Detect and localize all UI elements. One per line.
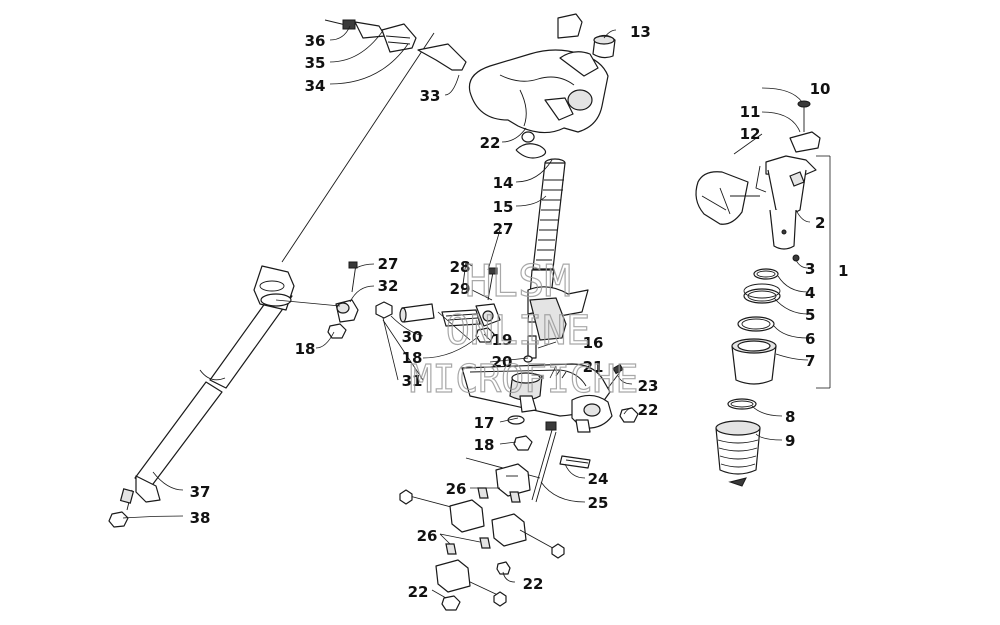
label-38: 38 (190, 509, 211, 527)
right-column-assembly (695, 100, 831, 487)
tie-rod-ends (399, 457, 565, 611)
label-30: 30 (402, 328, 423, 346)
label-22-c: 22 (523, 575, 544, 593)
label-34: 34 (305, 77, 326, 95)
label-28: 28 (450, 258, 471, 276)
label-27-a: 27 (493, 220, 514, 238)
snap-ring-14 (515, 143, 547, 159)
label-36: 36 (305, 32, 326, 50)
label-16: 16 (583, 334, 604, 352)
label-5: 5 (805, 306, 815, 324)
bolts-24-25 (531, 421, 591, 503)
label-31: 31 (402, 372, 423, 390)
label-18-b: 18 (402, 349, 423, 367)
label-24: 24 (588, 470, 609, 488)
label-22-b: 22 (638, 401, 659, 419)
label-35: 35 (305, 54, 326, 72)
steering-support-33 (468, 49, 609, 143)
steering-shaft (108, 32, 435, 528)
label-4: 4 (805, 284, 815, 302)
label-23: 23 (638, 377, 659, 395)
label-22-d: 22 (408, 583, 429, 601)
label-21: 21 (583, 358, 604, 376)
label-12: 12 (740, 125, 761, 143)
label-leaders (122, 25, 811, 599)
label-26-b: 26 (417, 527, 438, 545)
steering-arm-assembly (461, 355, 639, 451)
label-2: 2 (815, 214, 825, 232)
label-37: 37 (190, 483, 211, 501)
label-13: 13 (630, 23, 651, 41)
label-32: 32 (378, 277, 399, 295)
part-labels: 10 11 12 2 3 4 5 6 7 1 8 9 13 36 35 34 3… (190, 23, 849, 601)
label-29: 29 (450, 280, 471, 298)
label-22-a: 22 (480, 134, 501, 152)
label-9: 9 (785, 432, 795, 450)
label-6: 6 (805, 330, 815, 348)
label-7: 7 (805, 352, 815, 370)
label-17: 17 (474, 414, 495, 432)
steering-column-15 (527, 158, 589, 359)
watermark-line-1: HLSM (465, 256, 571, 307)
label-33: 33 (420, 87, 441, 105)
label-3: 3 (805, 260, 815, 278)
label-19: 19 (492, 331, 513, 349)
label-15: 15 (493, 198, 514, 216)
label-25: 25 (588, 494, 609, 512)
part-13-bushing (557, 13, 616, 59)
label-27-b: 27 (378, 255, 399, 273)
label-18-c: 18 (474, 436, 495, 454)
label-26-a: 26 (446, 480, 467, 498)
upper-hardware-34-36 (324, 19, 467, 71)
label-11: 11 (740, 103, 761, 121)
label-1: 1 (838, 262, 848, 280)
label-10: 10 (810, 80, 831, 98)
watermark-line-3: MICROFICHE (410, 357, 639, 401)
watermark: HLSM ONLINE MICROFICHE (409, 255, 639, 401)
watermark-line-2: ONLINE (446, 308, 591, 354)
label-20: 20 (492, 353, 513, 371)
label-14: 14 (493, 174, 514, 192)
label-8: 8 (785, 408, 795, 426)
label-18-a: 18 (295, 340, 316, 358)
